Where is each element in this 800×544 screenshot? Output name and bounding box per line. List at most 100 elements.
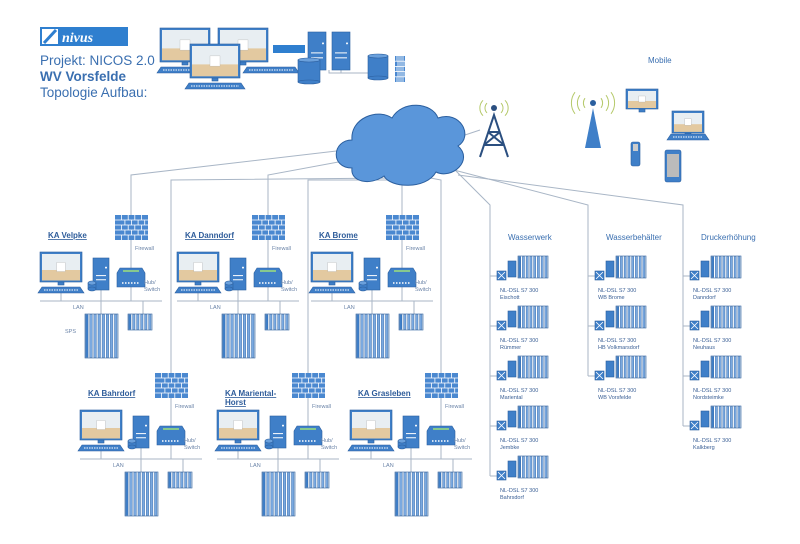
topology-subtitle: Topologie Aufbau: — [40, 85, 147, 100]
plc-rack-icon — [710, 405, 742, 429]
plc-station-name: Rümmer — [500, 345, 521, 351]
keyboard-icon — [214, 444, 262, 452]
radio-tower-icon — [479, 99, 509, 158]
dsl-modem-icon — [594, 270, 605, 281]
keyboard-icon — [184, 82, 246, 90]
monitor-icon — [216, 409, 260, 444]
plc-rack-icon — [221, 313, 256, 359]
plc-rack-icon — [517, 455, 549, 479]
switch-label: Switch — [454, 445, 470, 451]
site-title: KA Grasleben — [358, 389, 411, 398]
firewall-label: Firewall — [445, 404, 464, 410]
dsl-modem-icon — [689, 370, 700, 381]
site-title: KA Mariental- — [225, 389, 277, 398]
database-server-icon — [367, 53, 389, 81]
internet-cloud-icon — [335, 104, 466, 186]
hub-switch-icon — [156, 425, 186, 446]
database-icon — [297, 57, 321, 85]
keyboard-icon — [308, 286, 356, 294]
plc-rack-icon — [394, 471, 429, 517]
plc-rack-icon — [615, 355, 647, 379]
io-module-icon — [304, 471, 330, 489]
firewall-label: Firewall — [272, 246, 291, 252]
keyboard-icon — [242, 66, 300, 74]
hub-label: Hub/ — [321, 438, 333, 444]
plc-station-name: Jembke — [500, 445, 519, 451]
plc-type-label: NL-DSL S7 300 — [693, 288, 731, 294]
hub-switch-icon — [426, 425, 456, 446]
dsl-modem-icon — [689, 270, 700, 281]
mobile-label: Mobile — [648, 56, 672, 65]
cpu-module-icon — [507, 410, 517, 428]
lan-label: LAN — [383, 463, 394, 469]
monitor-icon — [79, 409, 123, 444]
project-title: Projekt: NICOS 2.0 — [40, 53, 155, 68]
mobile-phone-icon — [630, 141, 641, 167]
io-module-icon — [167, 471, 193, 489]
plc-station-name: Nordsteimke — [693, 395, 724, 401]
database-icon — [127, 438, 137, 450]
dsl-modem-icon — [594, 320, 605, 331]
plc-type-label: NL-DSL S7 300 — [500, 388, 538, 394]
server-tower-icon — [402, 415, 420, 449]
io-module-icon — [437, 471, 463, 489]
plc-rack-icon — [710, 355, 742, 379]
column-title: Druckerhöhung — [701, 233, 756, 242]
cpu-module-icon — [605, 260, 615, 278]
plc-type-label: NL-DSL S7 300 — [598, 288, 636, 294]
laptop-icon — [671, 110, 705, 137]
firewall-icon — [386, 215, 419, 240]
firewall-icon — [252, 215, 285, 240]
keyboard-icon — [666, 133, 710, 141]
cpu-module-icon — [700, 410, 710, 428]
hub-switch-icon — [253, 267, 283, 288]
firewall-icon — [425, 373, 458, 398]
firewall-label: Firewall — [312, 404, 331, 410]
firewall-label: Firewall — [406, 246, 425, 252]
keyboard-icon — [37, 286, 85, 294]
plc-rack-icon — [517, 305, 549, 329]
server-tower-icon — [229, 257, 247, 291]
nivus-logo: nivus — [40, 27, 128, 46]
server-tower-icon — [269, 415, 287, 449]
site-title-line2: Horst — [225, 398, 246, 407]
monitor-icon — [349, 409, 393, 444]
cpu-module-icon — [507, 360, 517, 378]
plc-type-label: NL-DSL S7 300 — [598, 388, 636, 394]
plc-type-label: NL-DSL S7 300 — [598, 338, 636, 344]
cpu-module-icon — [605, 310, 615, 328]
cpu-module-icon — [507, 460, 517, 478]
hub-label: Hub/ — [144, 280, 156, 286]
firewall-icon — [395, 56, 405, 82]
hub-label: Hub/ — [454, 438, 466, 444]
cpu-module-icon — [700, 360, 710, 378]
lan-label: LAN — [344, 305, 355, 311]
workstation-icon — [189, 43, 241, 82]
hub-switch-icon — [387, 267, 417, 288]
database-icon — [224, 280, 234, 292]
firewall-icon — [155, 373, 188, 398]
hub-switch-icon — [116, 267, 146, 288]
keyboard-icon — [174, 286, 222, 294]
plc-rack-icon — [615, 255, 647, 279]
sps-label: SPS — [65, 329, 76, 335]
lan-label: LAN — [73, 305, 84, 311]
column-title: Wasserbehälter — [606, 233, 662, 242]
database-icon — [358, 280, 368, 292]
lan-label: LAN — [250, 463, 261, 469]
mobile-antenna-icon — [570, 91, 616, 148]
lan-label: LAN — [210, 305, 221, 311]
database-icon — [264, 438, 274, 450]
plc-rack-icon — [517, 405, 549, 429]
cpu-module-icon — [700, 310, 710, 328]
firewall-label: Firewall — [135, 246, 154, 252]
plc-station-name: WB Vorsfelde — [598, 395, 631, 401]
